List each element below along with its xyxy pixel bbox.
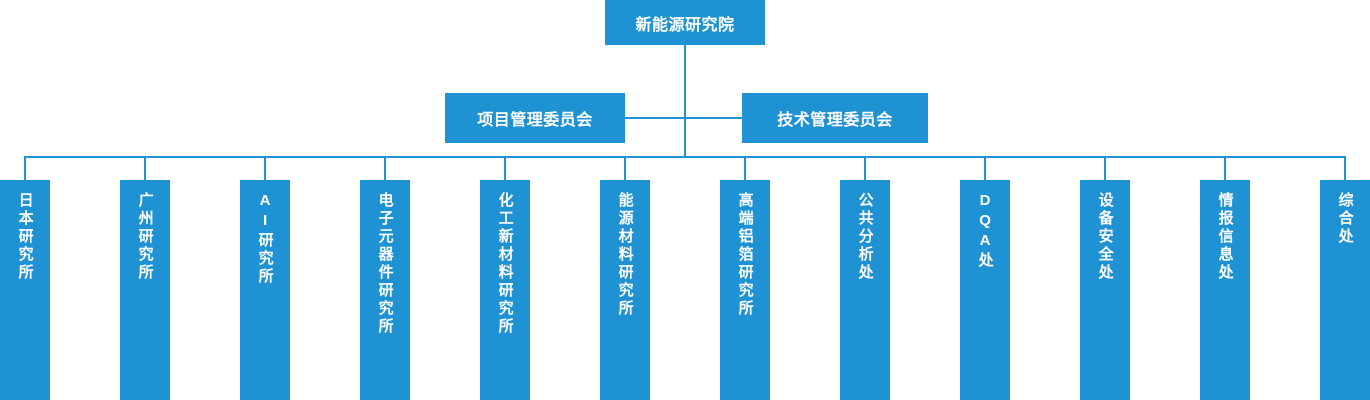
org-node-dept-label: 高端铝箔研究所 [736, 192, 754, 318]
org-node-dept-label: 电子元器件研究所 [376, 192, 394, 336]
org-node-dept-label: 广州研究所 [136, 192, 154, 282]
org-node-dept-energy-materials-institute[interactable]: 能源材料研究所 [600, 180, 650, 400]
org-node-root[interactable]: 新能源研究院 [605, 0, 765, 45]
org-node-dept-label: DQA处 [976, 192, 994, 270]
connector-stem-8 [864, 156, 866, 180]
org-node-dept-electronic-components-institute[interactable]: 电子元器件研究所 [360, 180, 410, 400]
org-node-dept-equipment-safety-office[interactable]: 设备安全处 [1080, 180, 1130, 400]
connector-stem-2 [144, 156, 146, 180]
org-node-committee-project-label: 项目管理委员会 [477, 112, 593, 129]
org-node-committee-project[interactable]: 项目管理委员会 [445, 93, 625, 143]
connector-committee-link [625, 117, 742, 119]
connector-root-trunk [684, 45, 686, 158]
org-node-dept-guangzhou-institute[interactable]: 广州研究所 [120, 180, 170, 400]
connector-department-bus [24, 156, 1346, 158]
connector-stem-6 [624, 156, 626, 180]
connector-stem-1 [24, 156, 26, 180]
org-node-dept-dqa-office[interactable]: DQA处 [960, 180, 1010, 400]
org-node-dept-label: 化工新材料研究所 [496, 192, 514, 336]
org-node-dept-label: AI研究所 [256, 192, 274, 286]
org-node-dept-label: 设备安全处 [1096, 192, 1114, 282]
connector-stem-11 [1224, 156, 1226, 180]
org-node-dept-label: 日本研究所 [16, 192, 34, 282]
org-node-dept-public-analysis-office[interactable]: 公共分析处 [840, 180, 890, 400]
org-node-dept-label: 综合处 [1336, 192, 1354, 246]
org-node-dept-label: 情报信息处 [1216, 192, 1234, 282]
org-node-dept-general-affairs-office[interactable]: 综合处 [1320, 180, 1370, 400]
connector-stem-12 [1344, 156, 1346, 180]
org-node-dept-ai-institute[interactable]: AI研究所 [240, 180, 290, 400]
connector-stem-7 [744, 156, 746, 180]
org-node-dept-chemical-new-materials-institute[interactable]: 化工新材料研究所 [480, 180, 530, 400]
org-node-dept-label: 公共分析处 [856, 192, 874, 282]
connector-stem-9 [984, 156, 986, 180]
connector-stem-4 [384, 156, 386, 180]
connector-stem-3 [264, 156, 266, 180]
org-node-dept-japan-institute[interactable]: 日本研究所 [0, 180, 50, 400]
org-node-committee-technical[interactable]: 技术管理委员会 [742, 93, 928, 143]
org-node-dept-label: 能源材料研究所 [616, 192, 634, 318]
connector-stem-5 [504, 156, 506, 180]
org-node-committee-technical-label: 技术管理委员会 [777, 112, 893, 129]
connector-stem-10 [1104, 156, 1106, 180]
org-node-dept-intelligence-information-office[interactable]: 情报信息处 [1200, 180, 1250, 400]
org-node-dept-high-end-aluminium-foil-institute[interactable]: 高端铝箔研究所 [720, 180, 770, 400]
org-node-root-label: 新能源研究院 [635, 16, 735, 34]
